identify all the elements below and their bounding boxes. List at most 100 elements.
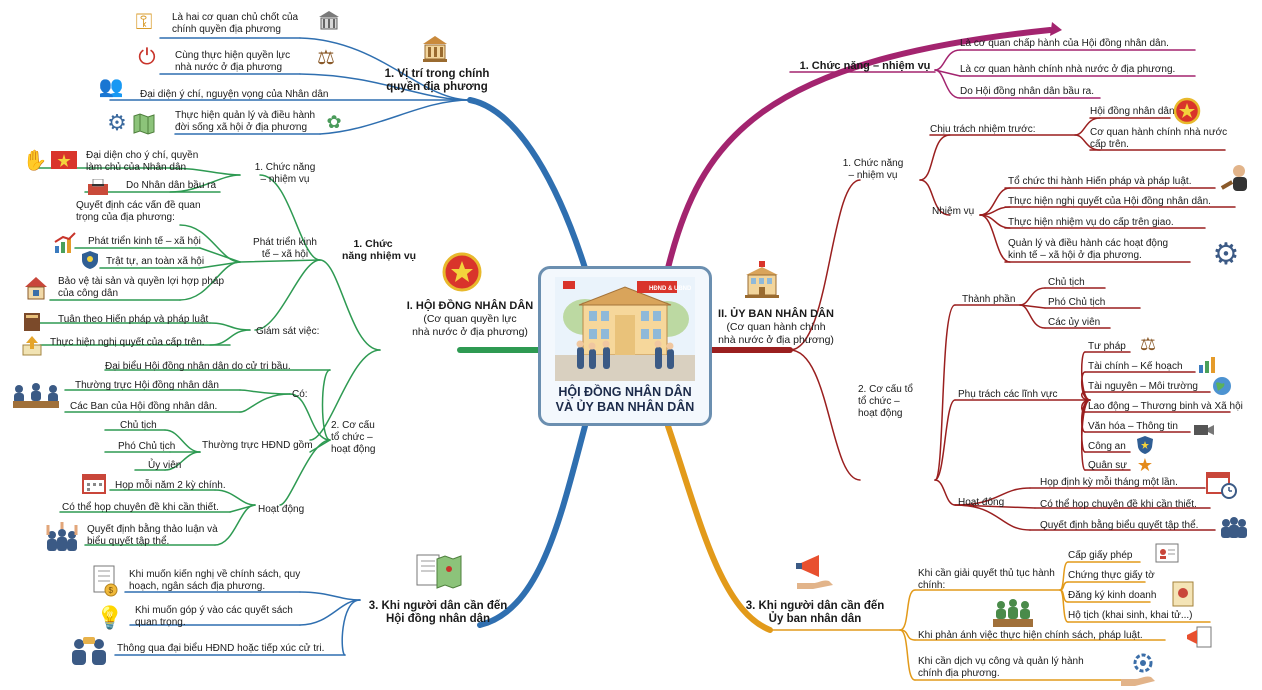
ubnd-nhiemvu-item-4: Quản lý và điều hành các hoạt động kinh …	[1008, 238, 1169, 261]
ubnd-nhiemvu-item-3: Thực hiện nhiệm vụ do cấp trên giao.	[1008, 217, 1174, 228]
hdnd-cocau-co-item-1: Thường trực Hội đồng nhân dân	[75, 380, 219, 391]
vietnam-flag-icon	[50, 150, 78, 170]
service-desk-icon	[990, 596, 1036, 630]
hdnd-hoatdong-label: Hoạt động	[258, 504, 305, 515]
ubnd-linhvuc-label: Phụ trách các lĩnh vực	[958, 389, 1058, 400]
documents-map-icon	[412, 550, 464, 592]
bar-chart-icon	[1196, 352, 1220, 376]
star-icon: ★	[1136, 455, 1154, 475]
ubnd-thanhphan-item-2: Phó Chủ tịch	[1048, 297, 1106, 308]
chucnang-top-item-2: Là cơ quan hành chính nhà nước ở địa phư…	[960, 64, 1176, 75]
upload-arrow-icon	[20, 334, 44, 358]
national-emblem-icon	[440, 250, 484, 294]
hdnd-hoatdong-item-2: Có thể họp chuyên đề khi cần thiết.	[62, 502, 219, 513]
khinguoidan-left-item-2: Khi muốn góp ý vào các quyết sách quan t…	[135, 605, 293, 628]
ubnd-hoatdong-item-3: Quyết định bằng biểu quyết tập thể.	[1040, 520, 1199, 531]
khinguoidan-thutuc-item-1: Cấp giấy phép	[1068, 550, 1133, 561]
ubnd-linhvuc-item-6: Công an	[1088, 441, 1126, 452]
vitri-item-3: Đại diện ý chí, nguyện vọng của Nhân dân	[140, 89, 329, 100]
megaphone-document-icon	[1184, 624, 1214, 654]
ubnd-nhiemvu-item-1: Tổ chức thi hành Hiến pháp và pháp luật.	[1008, 176, 1192, 187]
gear-icon: ⚙	[107, 110, 127, 135]
center-title-line2: VÀ ỦY BAN NHÂN DÂN	[555, 400, 695, 414]
ubnd-linhvuc-item-3: Tài nguyên – Môi trường	[1088, 381, 1198, 392]
shield-icon	[80, 250, 100, 270]
chucnang-top-item-3: Do Hội đồng nhân dân bầu ra.	[960, 86, 1094, 97]
ubnd-hoatdong-item-2: Có thể họp chuyên đề khi cần thiết.	[1040, 499, 1197, 510]
calendar-clock-icon	[1204, 468, 1238, 500]
video-camera-icon	[1192, 418, 1216, 442]
voting-hands-icon	[44, 520, 80, 554]
ubnd-chiutrach-label: Chịu trách nhiệm trước:	[930, 124, 1036, 135]
khinguoidan-phananh: Khi phản ánh việc thực hiện chính sách, …	[918, 630, 1143, 641]
ubnd-linhvuc-item-5: Văn hóa – Thông tin	[1088, 421, 1178, 432]
judge-gavel-icon	[1218, 160, 1254, 196]
calendar-icon	[80, 470, 108, 496]
branch-khinguoidan-right	[665, 423, 773, 633]
gear-leaf-icon: ✿	[326, 112, 342, 132]
people-committee-building-icon	[740, 258, 784, 302]
khinguoidan-thutuc-item-4: Hộ tịch (khai sinh, khai tử...)	[1068, 610, 1193, 621]
hdnd-chucnang-label: 1. Chức năng– nhiệm vụ	[254, 162, 316, 185]
ubnd-linhvuc-item-2: Tài chính – Kế hoạch	[1088, 361, 1183, 372]
hdnd-tt-phochutich: Phó Chủ tịch	[118, 441, 176, 452]
khinguoidan-dichvu: Khi cần dịch vụ công và quản lý hành chí…	[918, 656, 1084, 679]
hdnd-phattrien-intro: Quyết định các vấn đề quan trọng của địa…	[76, 200, 201, 223]
center-title-line1: HỘI ĐỒNG NHÂN DÂN	[558, 385, 692, 399]
ubnd-linhvuc-item-1: Tư pháp	[1088, 341, 1126, 352]
home-lock-icon	[22, 274, 50, 302]
globe-icon	[1210, 374, 1234, 398]
hdnd-hoatdong-item-1: Họp mỗi năm 2 kỳ chính.	[115, 480, 226, 491]
ubnd-hoatdong-label: Hoạt động	[958, 497, 1005, 508]
vitri-item-4: Thực hiện quản lý và điều hành đời sống …	[175, 110, 316, 133]
hdnd-cocau-co-label: Có:	[292, 389, 308, 400]
ubnd-thanhphan-item-1: Chủ tịch	[1048, 277, 1085, 288]
vitri-item-1: Là hai cơ quan chủ chốt của chính quyền …	[172, 12, 299, 35]
hdnd-giamsat-label: Giám sát việc:	[256, 326, 320, 337]
svg-text:$: $	[109, 586, 114, 595]
hdnd-phattrien-item-3: Bảo vệ tài sản và quyền lợi hợp pháp của…	[58, 276, 225, 299]
hdnd-giamsat-item-2: Thực hiện nghị quyết của cấp trên.	[50, 337, 205, 348]
government-building-icon	[418, 32, 452, 66]
ubnd-linhvuc-item-7: Quân sự	[1088, 460, 1127, 471]
lightbulb-icon: 💡	[96, 605, 124, 630]
ubnd-thanhphan-item-3: Các ủy viên	[1048, 317, 1101, 328]
khinguoidan-left-item-1: Khi muốn kiến nghị về chính sách, quy ho…	[129, 569, 301, 592]
certificate-icon	[1170, 580, 1196, 608]
building-illustration	[555, 277, 695, 381]
hdnd-giamsat-item-1: Tuân theo Hiến pháp và pháp luật	[58, 314, 209, 325]
key-icon: ⚿	[135, 9, 153, 34]
ubnd-thanhphan-label: Thành phần	[962, 294, 1016, 305]
ubnd-title: II. ỦY BAN NHÂN DÂN (Cơ quan hành chính …	[718, 308, 834, 346]
ubnd-nhiemvu-item-2: Thực hiện nghị quyết của Hội đồng nhân d…	[1008, 196, 1211, 207]
branch-vitri	[467, 97, 588, 271]
hdnd-phattrien-item-2: Trật tự, an toàn xã hội	[106, 256, 205, 267]
law-book-icon	[20, 310, 44, 334]
vitri-item-2: Cùng thực hiện quyền lực nhà nước ở địa …	[175, 50, 291, 73]
people-icon: 👥	[98, 76, 124, 98]
hdnd-cocau-co-item-2: Các Ban của Hội đồng nhân dân.	[70, 401, 218, 412]
center-node: HĐND & UBND HỘI ĐỒNG NHÂN DÂN VÀ ỦY BAN …	[538, 266, 712, 426]
ubnd-nhiemvu-label: Nhiệm vụ	[932, 206, 975, 217]
police-badge-icon	[1134, 434, 1156, 456]
chucnang-top-title: 1. Chức năng – nhiệm vụ	[799, 60, 931, 72]
khinguoidan-thutuc-item-3: Đăng ký kinh doanh	[1068, 590, 1157, 601]
license-card-icon	[1154, 540, 1180, 566]
map-icon	[130, 110, 158, 138]
gear-hand-icon	[1118, 652, 1158, 688]
hdnd-hoatdong-item-3: Quyết định bằng thảo luận và biểu quyết …	[87, 524, 218, 547]
khinguoidan-left-item-3: Thông qua đại biểu HĐND hoặc tiếp xúc cử…	[117, 643, 325, 654]
ubnd-linhvuc-item-4: Lao động – Thương binh và Xã hội	[1088, 401, 1243, 412]
khinguoidan-thutuc-item-2: Chứng thực giấy tờ	[1068, 570, 1155, 581]
raised-hand-icon: ✋	[22, 150, 48, 172]
ballot-box-icon	[86, 179, 110, 195]
khinguoidan-thutuc-label: Khi cần giải quyết thủ tục hành chính:	[918, 568, 1055, 591]
gears-icon: ⚙	[1212, 238, 1240, 271]
hdnd-title: I. HỘI ĐỒNG NHÂN DÂN (Cơ quan quyền lực …	[406, 300, 534, 338]
hdnd-tt-uyvien: Ủy viên	[148, 460, 182, 471]
